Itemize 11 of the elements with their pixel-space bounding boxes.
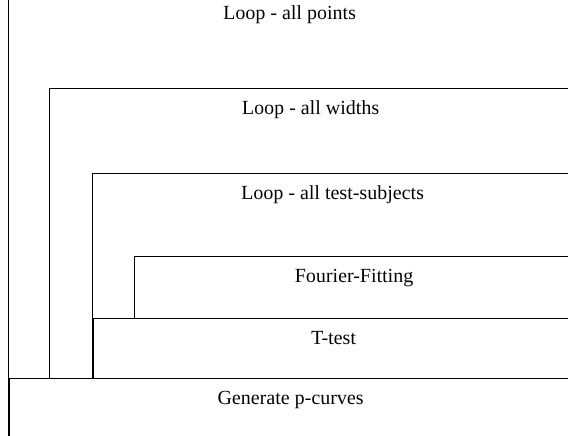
block-label: Loop - all widths bbox=[240, 97, 380, 120]
block-label: Loop - all points bbox=[222, 2, 357, 25]
loop-block bbox=[134, 256, 568, 319]
block-label: Loop - all test-subjects bbox=[240, 182, 425, 205]
block-label: Fourier-Fitting bbox=[294, 265, 414, 288]
loop-block bbox=[9, 378, 568, 436]
loop-block bbox=[8, 0, 568, 436]
loop-block bbox=[92, 173, 568, 380]
block-label: T-test bbox=[310, 327, 357, 350]
loop-block bbox=[49, 88, 568, 379]
block-label: Generate p-curves bbox=[216, 387, 365, 410]
